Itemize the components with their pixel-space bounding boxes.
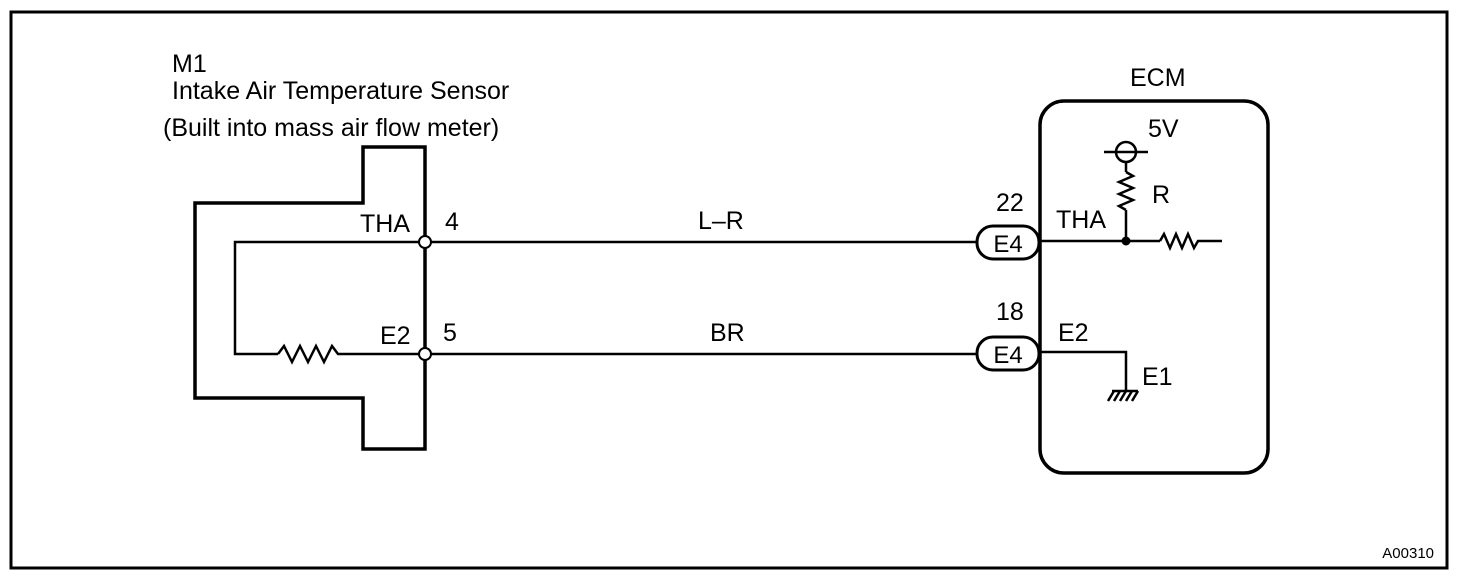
wire-br-label: BR	[710, 319, 745, 347]
ground-e1-label: E1	[1142, 363, 1173, 391]
diagram-frame	[9, 10, 1449, 570]
ecm-e2-wire	[1040, 350, 1128, 390]
sensor-terminal-tha: THA	[360, 210, 410, 238]
resistor-r-label: R	[1152, 181, 1170, 209]
sensor-pin-5-point	[418, 347, 432, 361]
ecm-box	[1038, 99, 1270, 475]
thermistor-symbol	[277, 343, 425, 365]
ecm-pin-22: 22	[996, 189, 1024, 217]
sensor-name: Intake Air Temperature Sensor	[172, 77, 509, 105]
ecm-connector-e4-upper-label: E4	[993, 231, 1022, 258]
pullup-resistor-symbol	[1115, 170, 1137, 212]
ecm-connector-e4-upper	[975, 224, 1041, 261]
sensor-internal-wire	[233, 240, 425, 356]
ecm-terminal-e2: E2	[1058, 319, 1089, 347]
ecm-connector-e4-lower-label: E4	[993, 342, 1022, 369]
ecm-connector-e4-lower	[975, 335, 1041, 372]
supply-5v-label: 5V	[1148, 115, 1179, 143]
sensor-code: M1	[172, 50, 207, 78]
ecm-terminal-tha: THA	[1056, 206, 1106, 234]
ecm-pin-18: 18	[996, 298, 1024, 326]
sensor-pin-4: 4	[445, 208, 459, 236]
sensor-pin-5: 5	[443, 319, 457, 347]
ground-icon	[1106, 390, 1140, 402]
ecm-title: ECM	[1130, 64, 1186, 92]
sensor-note: (Built into mass air flow meter)	[163, 114, 499, 142]
sensor-body	[193, 145, 427, 451]
wire-lr-label: L–R	[698, 207, 744, 235]
sensor-terminal-e2: E2	[380, 322, 411, 350]
ecm-output-resistor	[1158, 230, 1222, 252]
sensor-pin-4-point	[418, 235, 432, 249]
figure-id: A00310	[1382, 545, 1434, 562]
